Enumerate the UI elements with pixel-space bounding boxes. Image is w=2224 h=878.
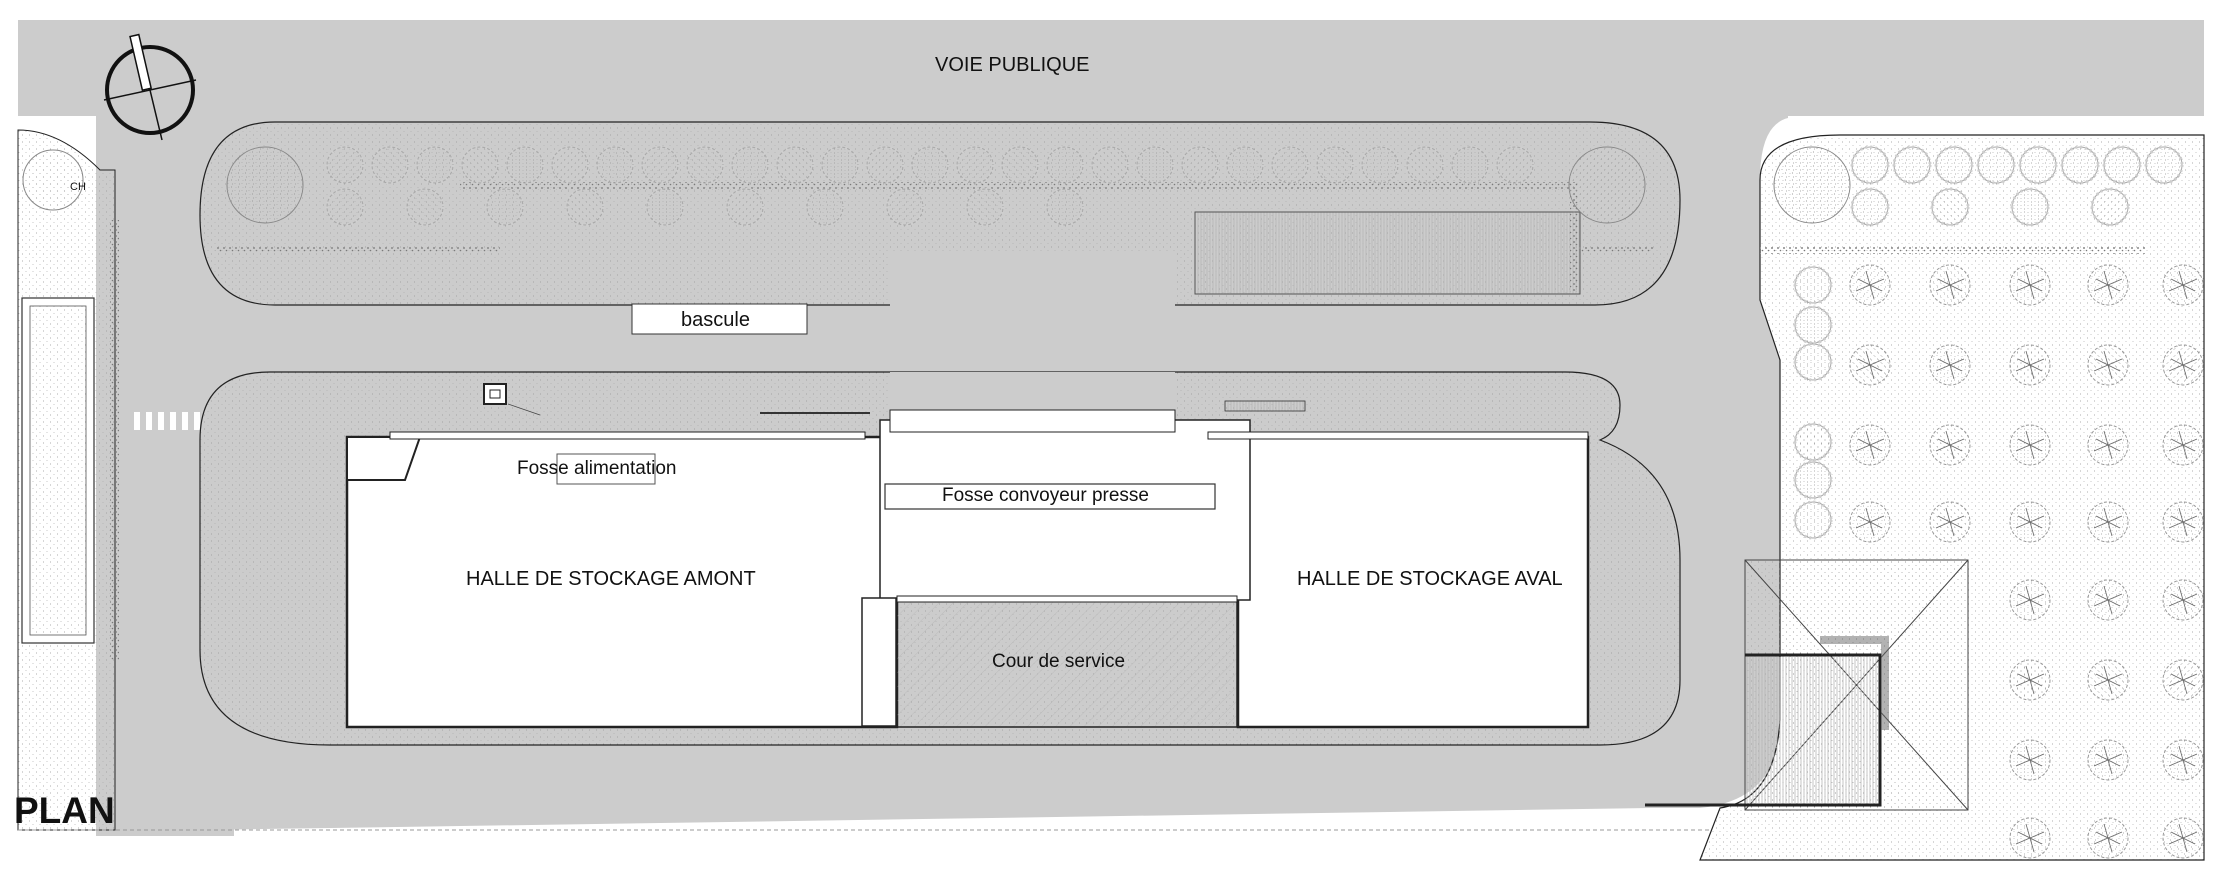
chimney-icon — [483, 383, 507, 405]
halle-aval-building — [1236, 435, 1590, 729]
tree-west — [22, 149, 84, 211]
plan-title: PLAN — [14, 790, 115, 831]
bascule-box — [631, 303, 808, 335]
crosswalk — [130, 412, 205, 430]
road-public — [18, 20, 2204, 116]
solar-field — [1194, 211, 1581, 295]
hedge-north-b — [215, 246, 500, 253]
chimney-label: CH — [70, 181, 86, 193]
road-label: VOIE PUBLIQUE — [935, 54, 1090, 76]
fosse-convoyeur-label: Fosse convoyeur presse — [942, 485, 1149, 506]
cour-service-label: Cour de service — [992, 651, 1126, 672]
hedge-west — [110, 220, 119, 660]
hedge-north-c — [1570, 182, 1578, 292]
hedge-north-a — [460, 182, 1570, 190]
fosse-alimentation-label: Fosse alimentation — [517, 458, 677, 479]
north-arrow-icon — [103, 33, 197, 141]
fosse-convoyeur-outline — [884, 483, 1216, 510]
bascule-label: bascule — [681, 309, 750, 331]
hedge-north-d — [1578, 246, 1653, 253]
halle-amont-label: HALLE DE STOCKAGE AMONT — [466, 568, 756, 590]
halle-aval-label: HALLE DE STOCKAGE AVAL — [1297, 568, 1563, 590]
hedge-east — [1760, 246, 2145, 254]
central-building — [879, 419, 1251, 601]
crosswalk-stripes — [134, 412, 200, 430]
